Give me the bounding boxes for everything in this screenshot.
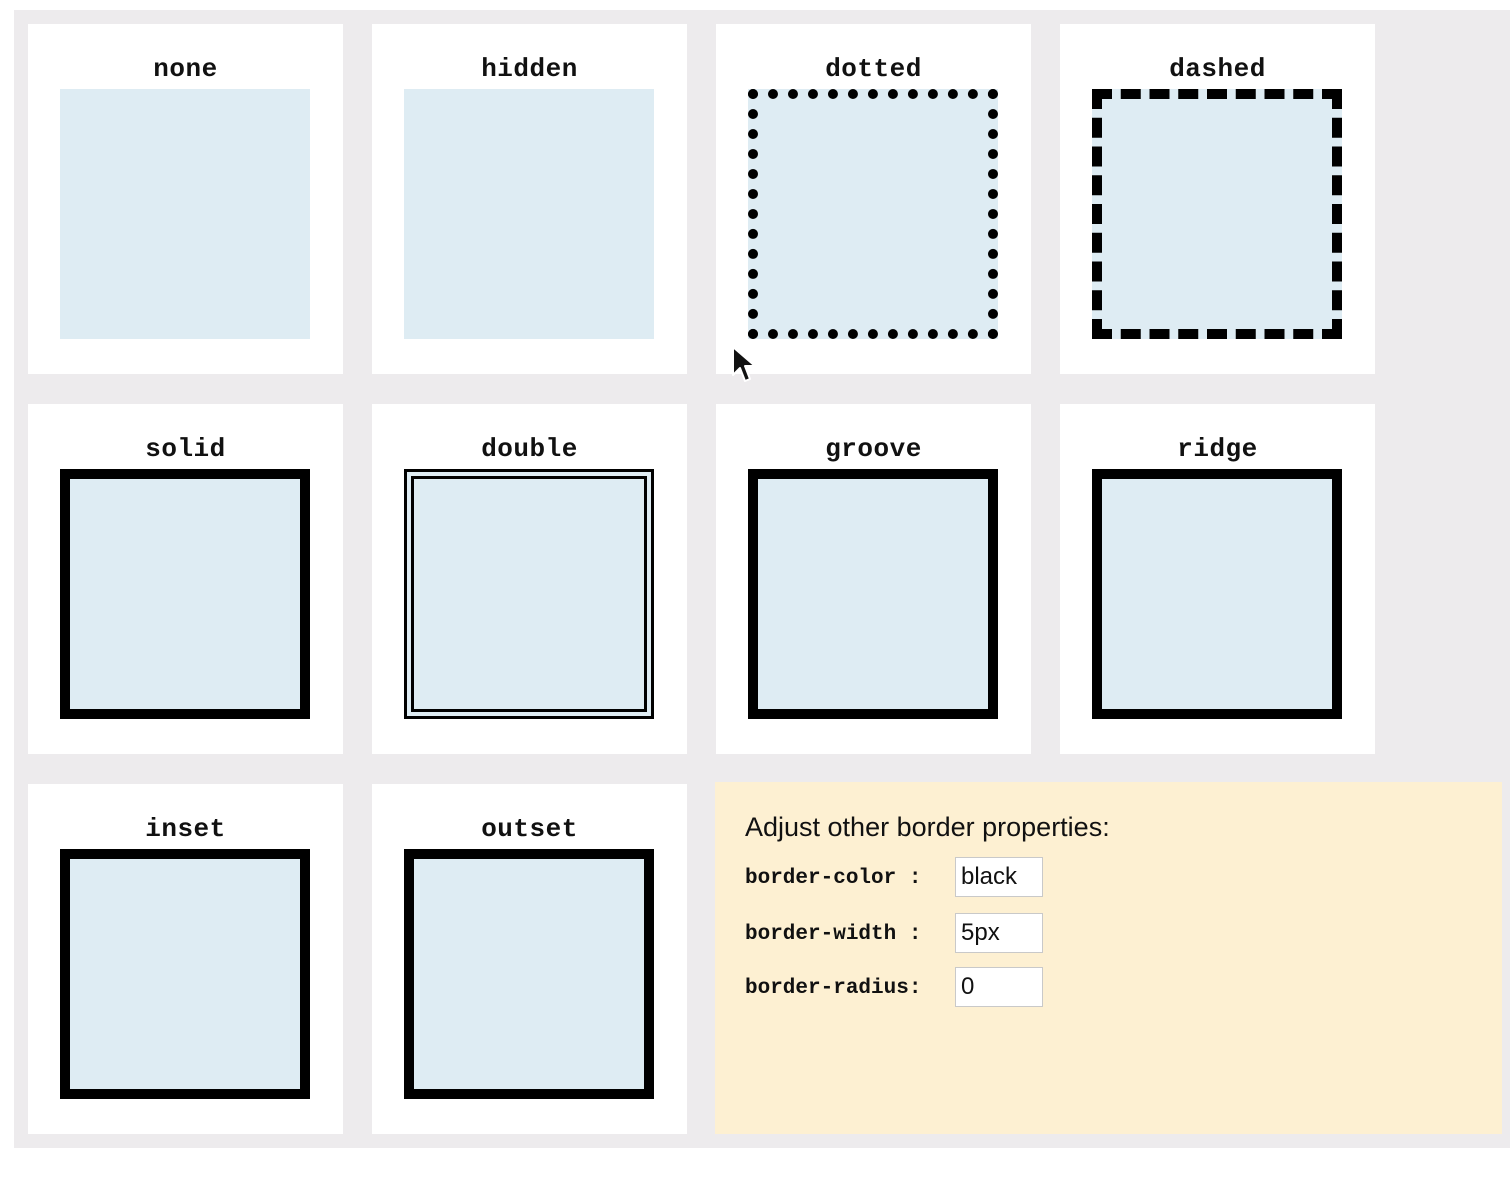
card-label-outset: outset: [481, 814, 578, 844]
card-label-groove: groove: [825, 434, 922, 464]
border-properties-panel: Adjust other border properties: border-c…: [715, 782, 1502, 1134]
card-label-solid: solid: [145, 434, 226, 464]
demo-box-hidden: [404, 89, 654, 339]
card-ridge: ridge: [1060, 404, 1375, 754]
card-inset: inset: [28, 784, 343, 1134]
border-width-input[interactable]: [955, 913, 1043, 953]
demo-box-inset: [60, 849, 310, 1099]
card-double: double: [372, 404, 687, 754]
border-width-label: border-width :: [745, 923, 922, 946]
panel-title: Adjust other border properties:: [745, 812, 1110, 842]
demo-box-dotted: [748, 89, 998, 339]
border-radius-label: border-radius:: [745, 977, 922, 1000]
demo-box-dashed: [1092, 89, 1342, 339]
card-dotted: dotted: [716, 24, 1031, 374]
card-label-none: none: [153, 54, 218, 84]
card-label-dotted: dotted: [825, 54, 922, 84]
card-hidden: hidden: [372, 24, 687, 374]
demo-box-double: [404, 469, 654, 719]
demo-box-none: [60, 89, 310, 339]
card-label-double: double: [481, 434, 578, 464]
card-label-dashed: dashed: [1169, 54, 1266, 84]
border-radius-input[interactable]: [955, 967, 1043, 1007]
card-solid: solid: [28, 404, 343, 754]
demo-box-groove: [748, 469, 998, 719]
card-outset: outset: [372, 784, 687, 1134]
border-color-label: border-color :: [745, 867, 922, 890]
demo-stage: none hidden dotted dashed solid double g…: [14, 10, 1510, 1148]
demo-box-solid: [60, 469, 310, 719]
card-label-ridge: ridge: [1177, 434, 1258, 464]
demo-box-outset: [404, 849, 654, 1099]
card-label-inset: inset: [145, 814, 226, 844]
card-dashed: dashed: [1060, 24, 1375, 374]
border-color-input[interactable]: [955, 857, 1043, 897]
mouse-pointer-icon: [732, 346, 756, 382]
card-groove: groove: [716, 404, 1031, 754]
card-label-hidden: hidden: [481, 54, 578, 84]
card-none: none: [28, 24, 343, 374]
demo-box-ridge: [1092, 469, 1342, 719]
